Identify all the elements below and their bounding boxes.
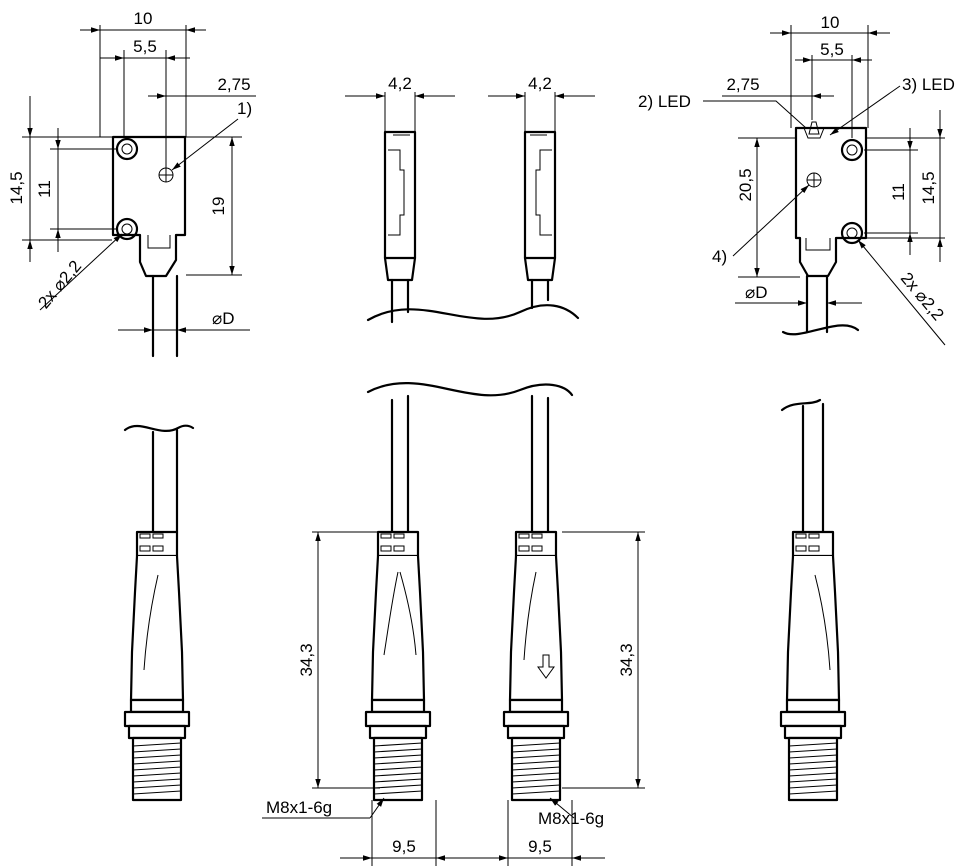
dim-width-10-left: 10	[134, 9, 153, 28]
cables-lower	[151, 394, 825, 534]
dim-width-9-5-left: 9,5	[392, 837, 416, 856]
callout-3-led: 3) LED	[902, 75, 955, 94]
callout-1: 1)	[237, 99, 252, 118]
connector-dimensions	[262, 531, 645, 866]
cable-breaks	[123, 382, 822, 432]
dim-thickness-4-2-a: 4,2	[388, 74, 412, 93]
dim-height-11-right: 11	[889, 183, 908, 201]
callout-4: 4)	[712, 247, 727, 266]
sensor-left-front-view	[22, 25, 256, 358]
dim-height-14-5-right: 14,5	[919, 171, 938, 204]
connector-right-view	[779, 530, 847, 802]
dim-connector-length-right: 34,3	[617, 643, 636, 676]
down-arrow-icon	[537, 654, 555, 679]
callout-2-led: 2) LED	[638, 92, 691, 111]
sensor-right-front-view	[703, 25, 946, 346]
dim-thread-left: M8x1-6g	[266, 798, 332, 817]
dim-cable-diam-left: ⌀D	[212, 309, 235, 328]
dim-height-20-5: 20,5	[736, 168, 755, 201]
dim-cable-diam-right: ⌀D	[745, 283, 768, 302]
connector-left-view	[123, 530, 191, 802]
dim-height-11-left: 11	[35, 180, 54, 198]
connector-accents	[143, 571, 831, 671]
dim-width-10-right: 10	[821, 13, 840, 32]
dim-height-19: 19	[209, 197, 228, 216]
dim-connector-length-left: 34,3	[297, 643, 316, 676]
dim-width-5-5-left: 5,5	[133, 37, 157, 56]
dim-width-5-5-right: 5,5	[820, 40, 844, 59]
dim-thickness-4-2-b: 4,2	[528, 74, 552, 93]
dim-offset-2-75-right: 2,75	[726, 75, 759, 94]
dim-hole-left: 2x ⌀2,2	[34, 257, 85, 313]
dim-thread-right: M8x1-6g	[538, 809, 604, 828]
dim-offset-2-75-left: 2,75	[217, 75, 250, 94]
dim-width-9-5-right: 9,5	[528, 837, 552, 856]
sensor-side-views	[345, 92, 595, 324]
dim-height-14-5-left: 14,5	[7, 171, 26, 204]
